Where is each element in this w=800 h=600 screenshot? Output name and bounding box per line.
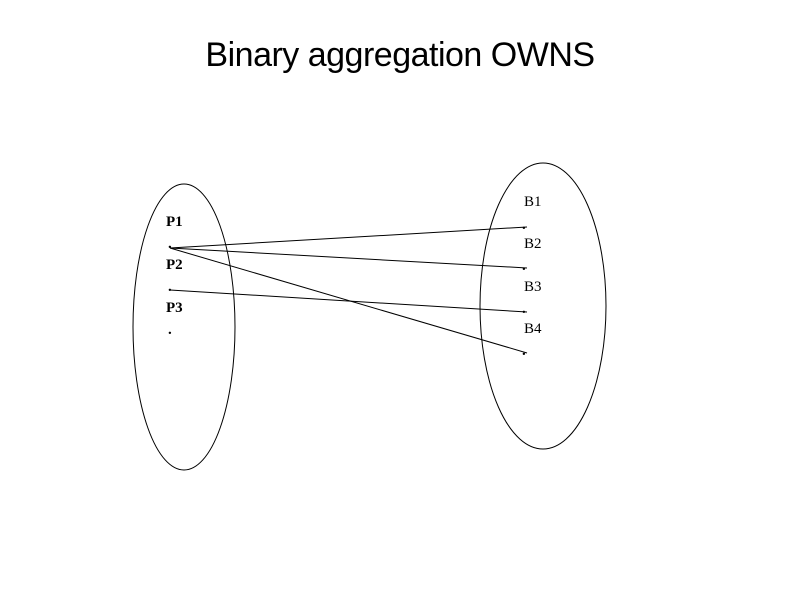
set-b-ellipse (479, 162, 607, 450)
element-dot-b2: . (522, 258, 526, 274)
relation-line-p1-b2 (169, 247, 528, 269)
element-dot-p2: . (168, 279, 172, 295)
element-label-p2: P2 (166, 257, 183, 273)
element-label-p1: P1 (166, 214, 183, 230)
element-dot-p1: . (168, 236, 172, 252)
set-p-ellipse (132, 183, 236, 471)
relation-line-p1-b1 (169, 226, 528, 249)
element-label-p3: P3 (166, 300, 183, 316)
element-dot-b3: . (522, 301, 526, 317)
element-dot-b4: . (522, 343, 526, 359)
diagram-title: Binary aggregation OWNS (205, 36, 595, 74)
element-label-b3: B3 (524, 279, 542, 295)
element-label-b4: B4 (524, 321, 542, 337)
relation-lines (169, 226, 528, 354)
relation-line-p2-b3 (169, 289, 528, 313)
element-label-b1: B1 (524, 194, 542, 210)
element-label-b2: B2 (524, 236, 542, 252)
element-dot-b1: . (522, 217, 526, 233)
element-dot-p3: . (168, 322, 172, 338)
